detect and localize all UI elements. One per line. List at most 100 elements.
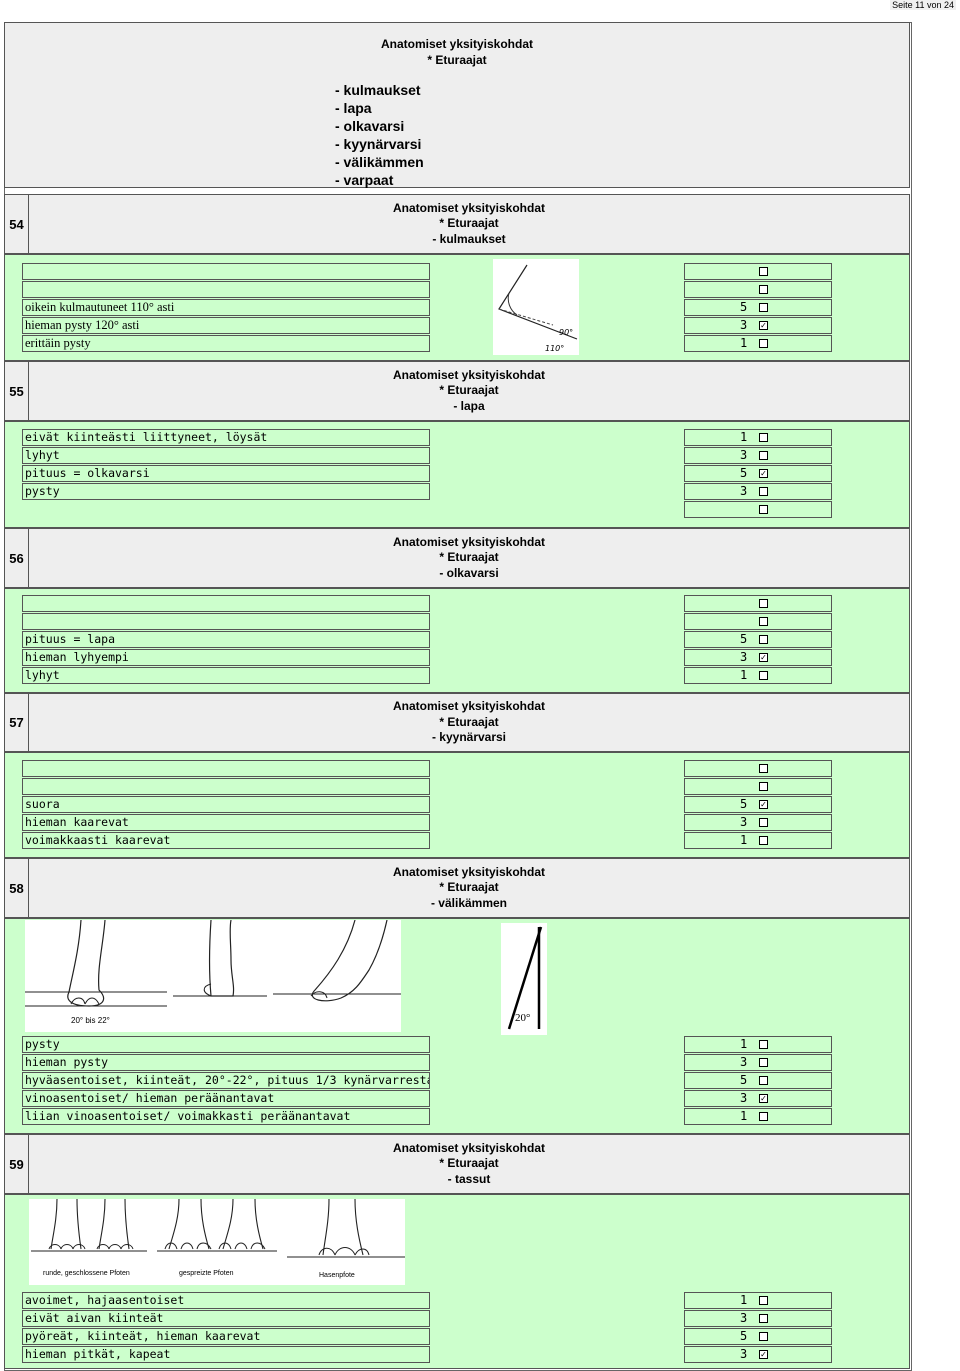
option-row-54-4[interactable]: hieman pysty 120° asti — [22, 317, 430, 334]
score-cell-59-4[interactable]: 3✓ — [684, 1346, 832, 1363]
option-row-58-5[interactable]: liian vinoasentoiset/ voimakkasti perään… — [22, 1108, 430, 1125]
checkbox[interactable] — [759, 285, 768, 294]
option-row-56-5[interactable]: lyhyt — [22, 667, 430, 684]
checkbox[interactable]: ✓ — [759, 321, 768, 330]
option-row-57-3[interactable]: suora — [22, 796, 430, 813]
checkbox[interactable]: ✓ — [759, 653, 768, 662]
checkbox[interactable] — [759, 617, 768, 626]
score-cell-58-5[interactable]: 1 — [684, 1108, 832, 1125]
checkbox[interactable]: ✓ — [759, 800, 768, 809]
option-row-58-2[interactable]: hieman pysty — [22, 1054, 430, 1071]
checkbox[interactable] — [759, 782, 768, 791]
score-cell-54-2[interactable] — [684, 281, 832, 298]
checkbox[interactable] — [759, 1040, 768, 1049]
checkbox[interactable] — [759, 1296, 768, 1305]
score-cell-58-3[interactable]: 5 — [684, 1072, 832, 1089]
score-cell-55-1[interactable]: 1 — [684, 429, 832, 446]
score-cell-59-1[interactable]: 1 — [684, 1292, 832, 1309]
option-row-57-4[interactable]: hieman kaarevat — [22, 814, 430, 831]
score-cell-57-2[interactable] — [684, 778, 832, 795]
score-cell-57-1[interactable] — [684, 760, 832, 777]
intro-item: - kyynärvarsi — [335, 136, 422, 152]
section-header-59: 59 Anatomiset yksityiskohdat * Eturaajat… — [4, 1134, 910, 1194]
checkbox[interactable]: ✓ — [759, 469, 768, 478]
option-row-57-1[interactable] — [22, 760, 430, 777]
section-title: Anatomiset yksityiskohdat * Eturaajat - … — [392, 1140, 546, 1186]
score-cell-59-2[interactable]: 3 — [684, 1310, 832, 1327]
score-cell-57-4[interactable]: 3 — [684, 814, 832, 831]
score-cell-54-5[interactable]: 1 — [684, 335, 832, 352]
option-row-58-1[interactable]: pysty — [22, 1036, 430, 1053]
section-header-54: 54 Anatomiset yksityiskohdat * Eturaajat… — [4, 194, 910, 254]
checkbox[interactable] — [759, 818, 768, 827]
option-row-56-1[interactable] — [22, 595, 430, 612]
points-value: 5 — [740, 1329, 748, 1343]
points-value: 1 — [740, 430, 748, 444]
option-row-57-5[interactable]: voimakkaasti kaarevat — [22, 832, 430, 849]
score-cell-56-3[interactable]: 5 — [684, 631, 832, 648]
checkbox[interactable] — [759, 267, 768, 276]
checkbox[interactable] — [759, 433, 768, 442]
option-row-59-2[interactable]: eivät aivan kiinteät — [22, 1310, 430, 1327]
option-row-54-2[interactable] — [22, 281, 430, 298]
option-row-55-2[interactable]: lyhyt — [22, 447, 430, 464]
score-cell-57-3[interactable]: 5✓ — [684, 796, 832, 813]
checkbox[interactable] — [759, 451, 768, 460]
option-row-55-3[interactable]: pituus = olkavarsi — [22, 465, 430, 482]
checkbox[interactable] — [759, 505, 768, 514]
score-cell-55-3[interactable]: 5✓ — [684, 465, 832, 482]
score-cell-54-3[interactable]: 5 — [684, 299, 832, 316]
option-row-54-1[interactable] — [22, 263, 430, 280]
score-cell-57-5[interactable]: 1 — [684, 832, 832, 849]
checkbox[interactable] — [759, 1058, 768, 1067]
option-row-56-3[interactable]: pituus = lapa — [22, 631, 430, 648]
svg-text:runde, geschlossene Pfoten: runde, geschlossene Pfoten — [43, 1270, 130, 1277]
score-cell-56-4[interactable]: 3✓ — [684, 649, 832, 666]
option-row-59-3[interactable]: pyöreät, kiinteät, hieman kaarevat — [22, 1328, 430, 1345]
checkbox[interactable] — [759, 303, 768, 312]
checkbox[interactable] — [759, 1332, 768, 1341]
score-cell-55-5[interactable] — [684, 501, 832, 518]
option-row-57-2[interactable] — [22, 778, 430, 795]
option-row-54-5[interactable]: erittäin pysty — [22, 335, 430, 352]
checkbox[interactable] — [759, 635, 768, 644]
checkbox[interactable] — [759, 1314, 768, 1323]
option-row-58-4[interactable]: vinoasentoiset/ hieman peräänantavat — [22, 1090, 430, 1107]
intro-header: Anatomiset yksityiskohdat * Eturaajat - … — [4, 22, 910, 188]
section-number: 56 — [5, 529, 29, 587]
score-cell-58-2[interactable]: 3 — [684, 1054, 832, 1071]
intro-item: - olkavarsi — [335, 118, 405, 134]
option-row-55-1[interactable]: eivät kiinteästi liittyneet, löysät — [22, 429, 430, 446]
score-cell-54-4[interactable]: 3✓ — [684, 317, 832, 334]
score-cell-59-3[interactable]: 5 — [684, 1328, 832, 1345]
checkbox[interactable] — [759, 1112, 768, 1121]
option-row-58-3[interactable]: hyväasentoiset, kiinteät, 20°-22°, pituu… — [22, 1072, 430, 1089]
option-row-56-2[interactable] — [22, 613, 430, 630]
option-row-54-3[interactable]: oikein kulmautuneet 110° asti — [22, 299, 430, 316]
option-row-56-4[interactable]: hieman lyhyempi — [22, 649, 430, 666]
option-row-59-1[interactable]: avoimet, hajaasentoiset — [22, 1292, 430, 1309]
option-row-59-4[interactable]: hieman pitkät, kapeat — [22, 1346, 430, 1363]
score-cell-55-4[interactable]: 3 — [684, 483, 832, 500]
checkbox[interactable] — [759, 1076, 768, 1085]
checkbox[interactable] — [759, 836, 768, 845]
score-cell-58-4[interactable]: 3✓ — [684, 1090, 832, 1107]
score-cell-56-1[interactable] — [684, 595, 832, 612]
pastern-angle-image: 20° — [501, 923, 547, 1035]
option-row-55-4[interactable]: pysty — [22, 483, 430, 500]
points-value: 5 — [740, 466, 748, 480]
score-cell-54-1[interactable] — [684, 263, 832, 280]
points-value: 5 — [740, 1073, 748, 1087]
score-cell-56-5[interactable]: 1 — [684, 667, 832, 684]
score-cell-55-2[interactable]: 3 — [684, 447, 832, 464]
checkbox[interactable] — [759, 599, 768, 608]
checkbox[interactable] — [759, 487, 768, 496]
score-cell-58-1[interactable]: 1 — [684, 1036, 832, 1053]
intro-item: - lapa — [335, 100, 372, 116]
checkbox[interactable] — [759, 339, 768, 348]
score-cell-56-2[interactable] — [684, 613, 832, 630]
checkbox[interactable]: ✓ — [759, 1350, 768, 1359]
checkbox[interactable] — [759, 764, 768, 773]
checkbox[interactable] — [759, 671, 768, 680]
checkbox[interactable]: ✓ — [759, 1094, 768, 1103]
